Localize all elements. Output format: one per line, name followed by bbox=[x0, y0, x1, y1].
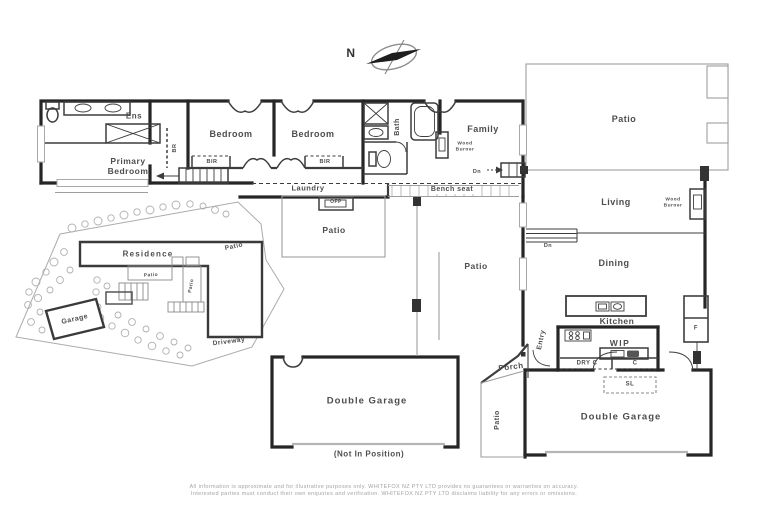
room-label-kitchen: Kitchen bbox=[599, 316, 635, 327]
label-not-in-position: (Not In Position) bbox=[333, 449, 405, 459]
room-label-patio-mid: Patio bbox=[322, 225, 346, 236]
room-label-patio-side: Patio bbox=[493, 410, 501, 430]
label-bench-seat: Bench seat bbox=[428, 185, 476, 195]
walls-interior-fixtures bbox=[41, 100, 709, 384]
room-label-dining: Dining bbox=[598, 257, 630, 268]
label-ofp: OFP bbox=[330, 199, 342, 206]
room-label-bir-left: BIR bbox=[206, 158, 218, 165]
room-label-patio-court: Patio bbox=[464, 261, 488, 272]
walls-thick bbox=[39, 99, 713, 459]
room-label-detached-garage: Double Garage bbox=[326, 395, 408, 407]
compass-icon bbox=[366, 39, 421, 75]
room-label-wip: WIP bbox=[609, 338, 631, 349]
disclaimer-line-1: All information is approximate and for i… bbox=[189, 483, 579, 490]
patio-posts bbox=[412, 166, 709, 312]
label-dn-living: Dn bbox=[543, 242, 553, 249]
room-label-patio-top: Patio bbox=[611, 113, 637, 124]
room-label-living: Living bbox=[601, 196, 631, 207]
label-wood-burner-family: Wood Burner bbox=[455, 141, 475, 152]
patio-outlines bbox=[55, 63, 729, 458]
room-label-bir-right: BIR bbox=[319, 158, 331, 165]
label-dn-family: Dn bbox=[472, 168, 482, 175]
site-buildings bbox=[44, 240, 264, 341]
site-label-patio-deck: Patio bbox=[143, 272, 159, 279]
window-glazing bbox=[37, 124, 527, 291]
room-label-double-garage: Double Garage bbox=[580, 411, 662, 423]
label-skylight: SL bbox=[625, 381, 635, 388]
compass-north-label: N bbox=[346, 46, 356, 61]
room-label-primary-bedroom: Primary Bedroom bbox=[107, 156, 149, 176]
label-cupboard: C bbox=[632, 360, 638, 367]
room-label-robe: BR bbox=[171, 143, 178, 153]
room-label-bath: Bath bbox=[393, 118, 401, 136]
site-label-residence: Residence bbox=[122, 249, 174, 259]
room-label-bedroom-right: Bedroom bbox=[291, 128, 335, 139]
label-fridge: F bbox=[693, 325, 699, 332]
site-court-details bbox=[105, 256, 205, 313]
room-label-bedroom-left: Bedroom bbox=[209, 128, 253, 139]
disclaimer-line-2: Interested parties must conduct their ow… bbox=[190, 490, 578, 497]
room-label-laundry: Laundry bbox=[289, 183, 327, 194]
label-wood-burner-living: Wood Burner bbox=[663, 197, 683, 208]
room-label-family: Family bbox=[467, 123, 499, 134]
label-dry-cupboard: DRY C bbox=[576, 360, 598, 367]
room-label-ens: Ens bbox=[125, 111, 143, 121]
